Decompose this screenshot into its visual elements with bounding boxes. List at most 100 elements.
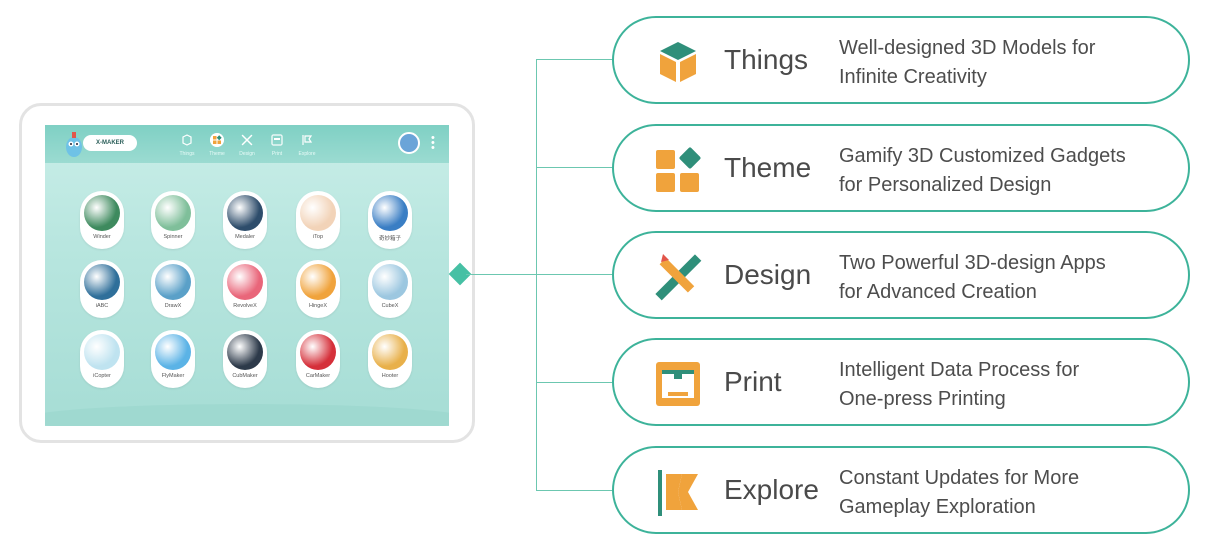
pencil-ruler-icon	[241, 134, 253, 146]
app-tile[interactable]: CubeX	[368, 260, 412, 318]
tablet-screen: X-MAKER Things Theme Design Print Explor…	[45, 125, 449, 426]
feature-things: Things Well-designed 3D Models for Infin…	[612, 16, 1190, 104]
printer-icon	[656, 362, 700, 406]
app-label: RevolveX	[233, 303, 257, 309]
app-tile[interactable]: Spinner	[151, 191, 195, 249]
avatar[interactable]	[398, 132, 420, 154]
mascot-icon	[66, 132, 82, 157]
feature-description: Two Powerful 3D-design Apps for Advanced…	[839, 249, 1179, 307]
app-icon	[227, 195, 263, 231]
app-tile[interactable]: FlyMaker	[151, 330, 195, 388]
feature-desc-line: Constant Updates for More	[839, 467, 1080, 489]
feature-design: Design Two Powerful 3D-design Apps for A…	[612, 231, 1190, 319]
app-tile[interactable]: HingeX	[296, 260, 340, 318]
feature-title: Explore	[724, 474, 819, 505]
app-icon	[84, 195, 120, 231]
app-label: iCopter	[93, 373, 111, 379]
app-icon	[155, 195, 191, 231]
feature-desc-line: for Advanced Creation	[839, 281, 1037, 303]
brand-logo: X-MAKER	[83, 135, 137, 151]
nav-print[interactable]: Print	[262, 133, 292, 157]
nav-explore[interactable]: Explore	[292, 133, 322, 157]
feature-desc-line: Gamify 3D Customized Gadgets	[839, 145, 1126, 167]
app-icon	[372, 195, 408, 231]
feature-print: Print Intelligent Data Process for One-p…	[612, 338, 1190, 426]
nav-label: Print	[271, 151, 283, 157]
feature-desc-line: Gameplay Exploration	[839, 496, 1036, 518]
connector-line	[466, 274, 536, 275]
connector-branch	[536, 274, 612, 275]
feature-desc-line: for Personalized Design	[839, 174, 1052, 196]
app-label: DrawX	[164, 303, 182, 309]
nav-label: Things	[179, 151, 195, 157]
feature-explore: Explore Constant Updates for More Gamepl…	[612, 446, 1190, 534]
feature-title: Design	[724, 259, 812, 290]
app-tile[interactable]: iCopter	[80, 330, 124, 388]
nav-things[interactable]: Things	[172, 133, 202, 157]
app-tile[interactable]: 奇妙箱子	[368, 191, 412, 249]
tiles-icon	[656, 147, 701, 192]
app-icon	[300, 195, 336, 231]
pencil-ruler-icon	[655, 254, 702, 301]
app-tile[interactable]: Medaler	[223, 191, 267, 249]
app-tile[interactable]: CubMaker	[223, 330, 267, 388]
app-icon	[84, 264, 120, 300]
app-label: FlyMaker	[161, 373, 185, 379]
app-label: CubeX	[381, 303, 399, 309]
app-icon	[372, 334, 408, 370]
more-menu-icon[interactable]: •••	[431, 132, 435, 154]
feature-desc-line: One-press Printing	[839, 388, 1006, 410]
app-tile[interactable]: CarMaker	[296, 330, 340, 388]
feature-description: Constant Updates for More Gameplay Explo…	[839, 464, 1179, 522]
nav-label: Theme	[209, 151, 225, 157]
app-icon	[300, 264, 336, 300]
app-icon	[155, 334, 191, 370]
app-label: Winder	[93, 234, 111, 240]
connector-branch	[536, 59, 612, 60]
app-label: Medaler	[235, 234, 255, 240]
feature-desc-line: Infinite Creativity	[839, 66, 987, 88]
app-icon	[84, 334, 120, 370]
app-icon	[300, 334, 336, 370]
app-label: iTop	[312, 234, 324, 240]
nav-theme[interactable]: Theme	[202, 133, 232, 157]
app-tile[interactable]: Winder	[80, 191, 124, 249]
app-tile[interactable]: iABC	[80, 260, 124, 318]
feature-desc-line: Two Powerful 3D-design Apps	[839, 252, 1106, 274]
app-label: HingeX	[308, 303, 328, 309]
feature-description: Gamify 3D Customized Gadgets for Persona…	[839, 142, 1179, 200]
app-tile[interactable]: Hooter	[368, 330, 412, 388]
cube-icon	[182, 134, 192, 146]
feature-description: Well-designed 3D Models for Infinite Cre…	[839, 34, 1179, 92]
app-label: Spinner	[163, 234, 183, 240]
app-tile[interactable]: DrawX	[151, 260, 195, 318]
printer-icon	[271, 134, 283, 146]
flag-icon	[302, 135, 313, 145]
nav-label: Design	[239, 151, 255, 157]
decorative-wave	[45, 404, 449, 426]
app-label: 奇妙箱子	[378, 236, 401, 242]
feature-title: Theme	[724, 152, 812, 183]
app-label: Hooter	[381, 373, 399, 379]
feature-desc-line: Well-designed 3D Models for	[839, 37, 1096, 59]
connector-branch	[536, 490, 612, 491]
app-icon	[372, 264, 408, 300]
feature-description: Intelligent Data Process for One-press P…	[839, 356, 1179, 414]
nav-design[interactable]: Design	[232, 133, 262, 157]
app-label: iABC	[95, 303, 109, 309]
tiles-icon	[210, 133, 224, 147]
feature-title: Print	[724, 366, 782, 397]
app-tile[interactable]: RevolveX	[223, 260, 267, 318]
feature-desc-line: Intelligent Data Process for	[839, 359, 1080, 381]
app-label: CubMaker	[232, 373, 258, 379]
app-tile[interactable]: iTop	[296, 191, 340, 249]
nav-label: Explore	[298, 151, 316, 157]
app-icon	[227, 264, 263, 300]
app-icon	[155, 264, 191, 300]
feature-theme: Theme Gamify 3D Customized Gadgets for P…	[612, 124, 1190, 212]
cube-icon	[660, 42, 696, 82]
app-label: CarMaker	[305, 373, 331, 379]
connector-branch	[536, 382, 612, 383]
flag-icon	[658, 470, 698, 516]
connector-branch	[536, 167, 612, 168]
